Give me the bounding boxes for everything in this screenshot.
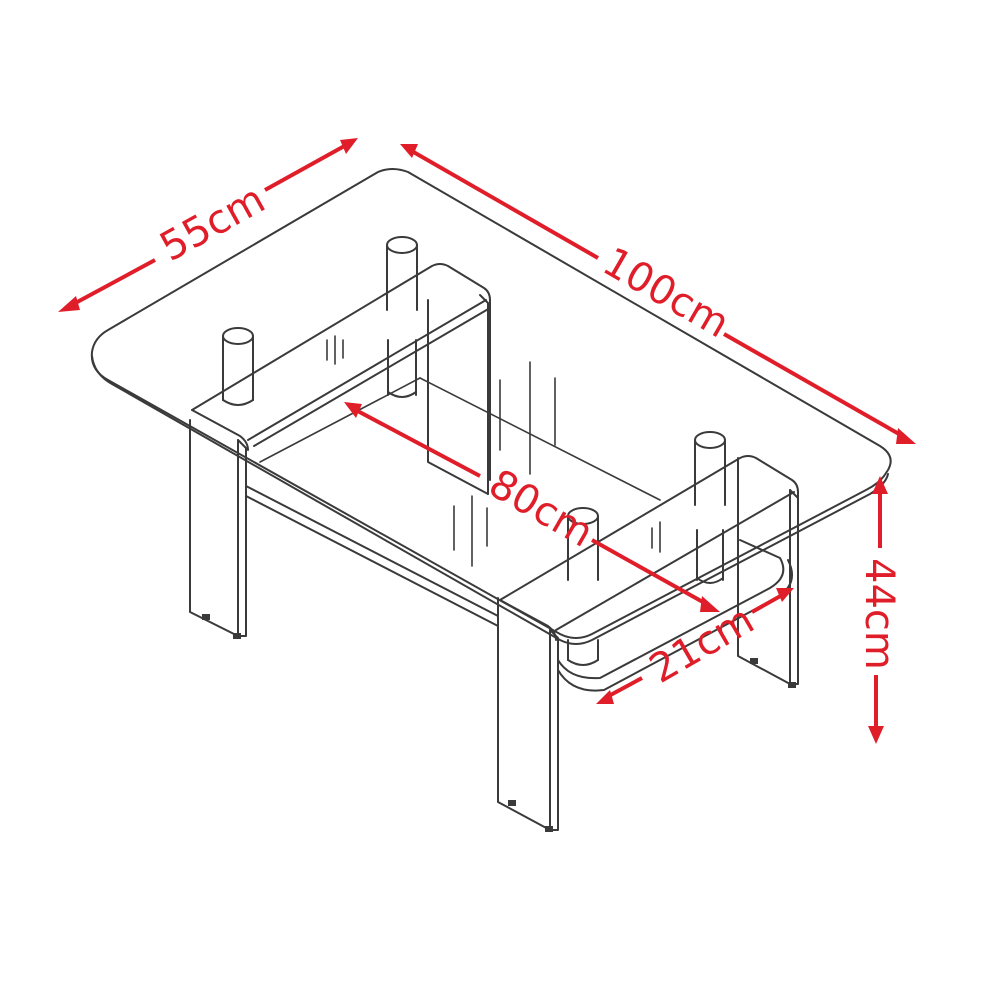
glass-reflection-marks (326, 335, 661, 567)
height-label: 44cm (856, 558, 902, 670)
dimension-height: 44cm (856, 476, 902, 744)
dimension-shelf-gap: 21cm (596, 588, 794, 704)
right-leg (737, 457, 799, 688)
back-left-leg (427, 294, 489, 495)
left-side-frame (191, 263, 491, 481)
shelf-length-label: 80cm (481, 461, 601, 557)
dimension-depth: 55cm (58, 138, 358, 312)
peg-back-left (386, 236, 418, 398)
peg-back-right (694, 431, 726, 584)
peg-front-right (567, 507, 599, 666)
depth-label: 55cm (153, 176, 273, 270)
dimension-length: 100cm (400, 144, 916, 444)
left-leg (189, 419, 247, 639)
peg-front-left (222, 327, 254, 406)
lower-shelf (245, 377, 793, 692)
